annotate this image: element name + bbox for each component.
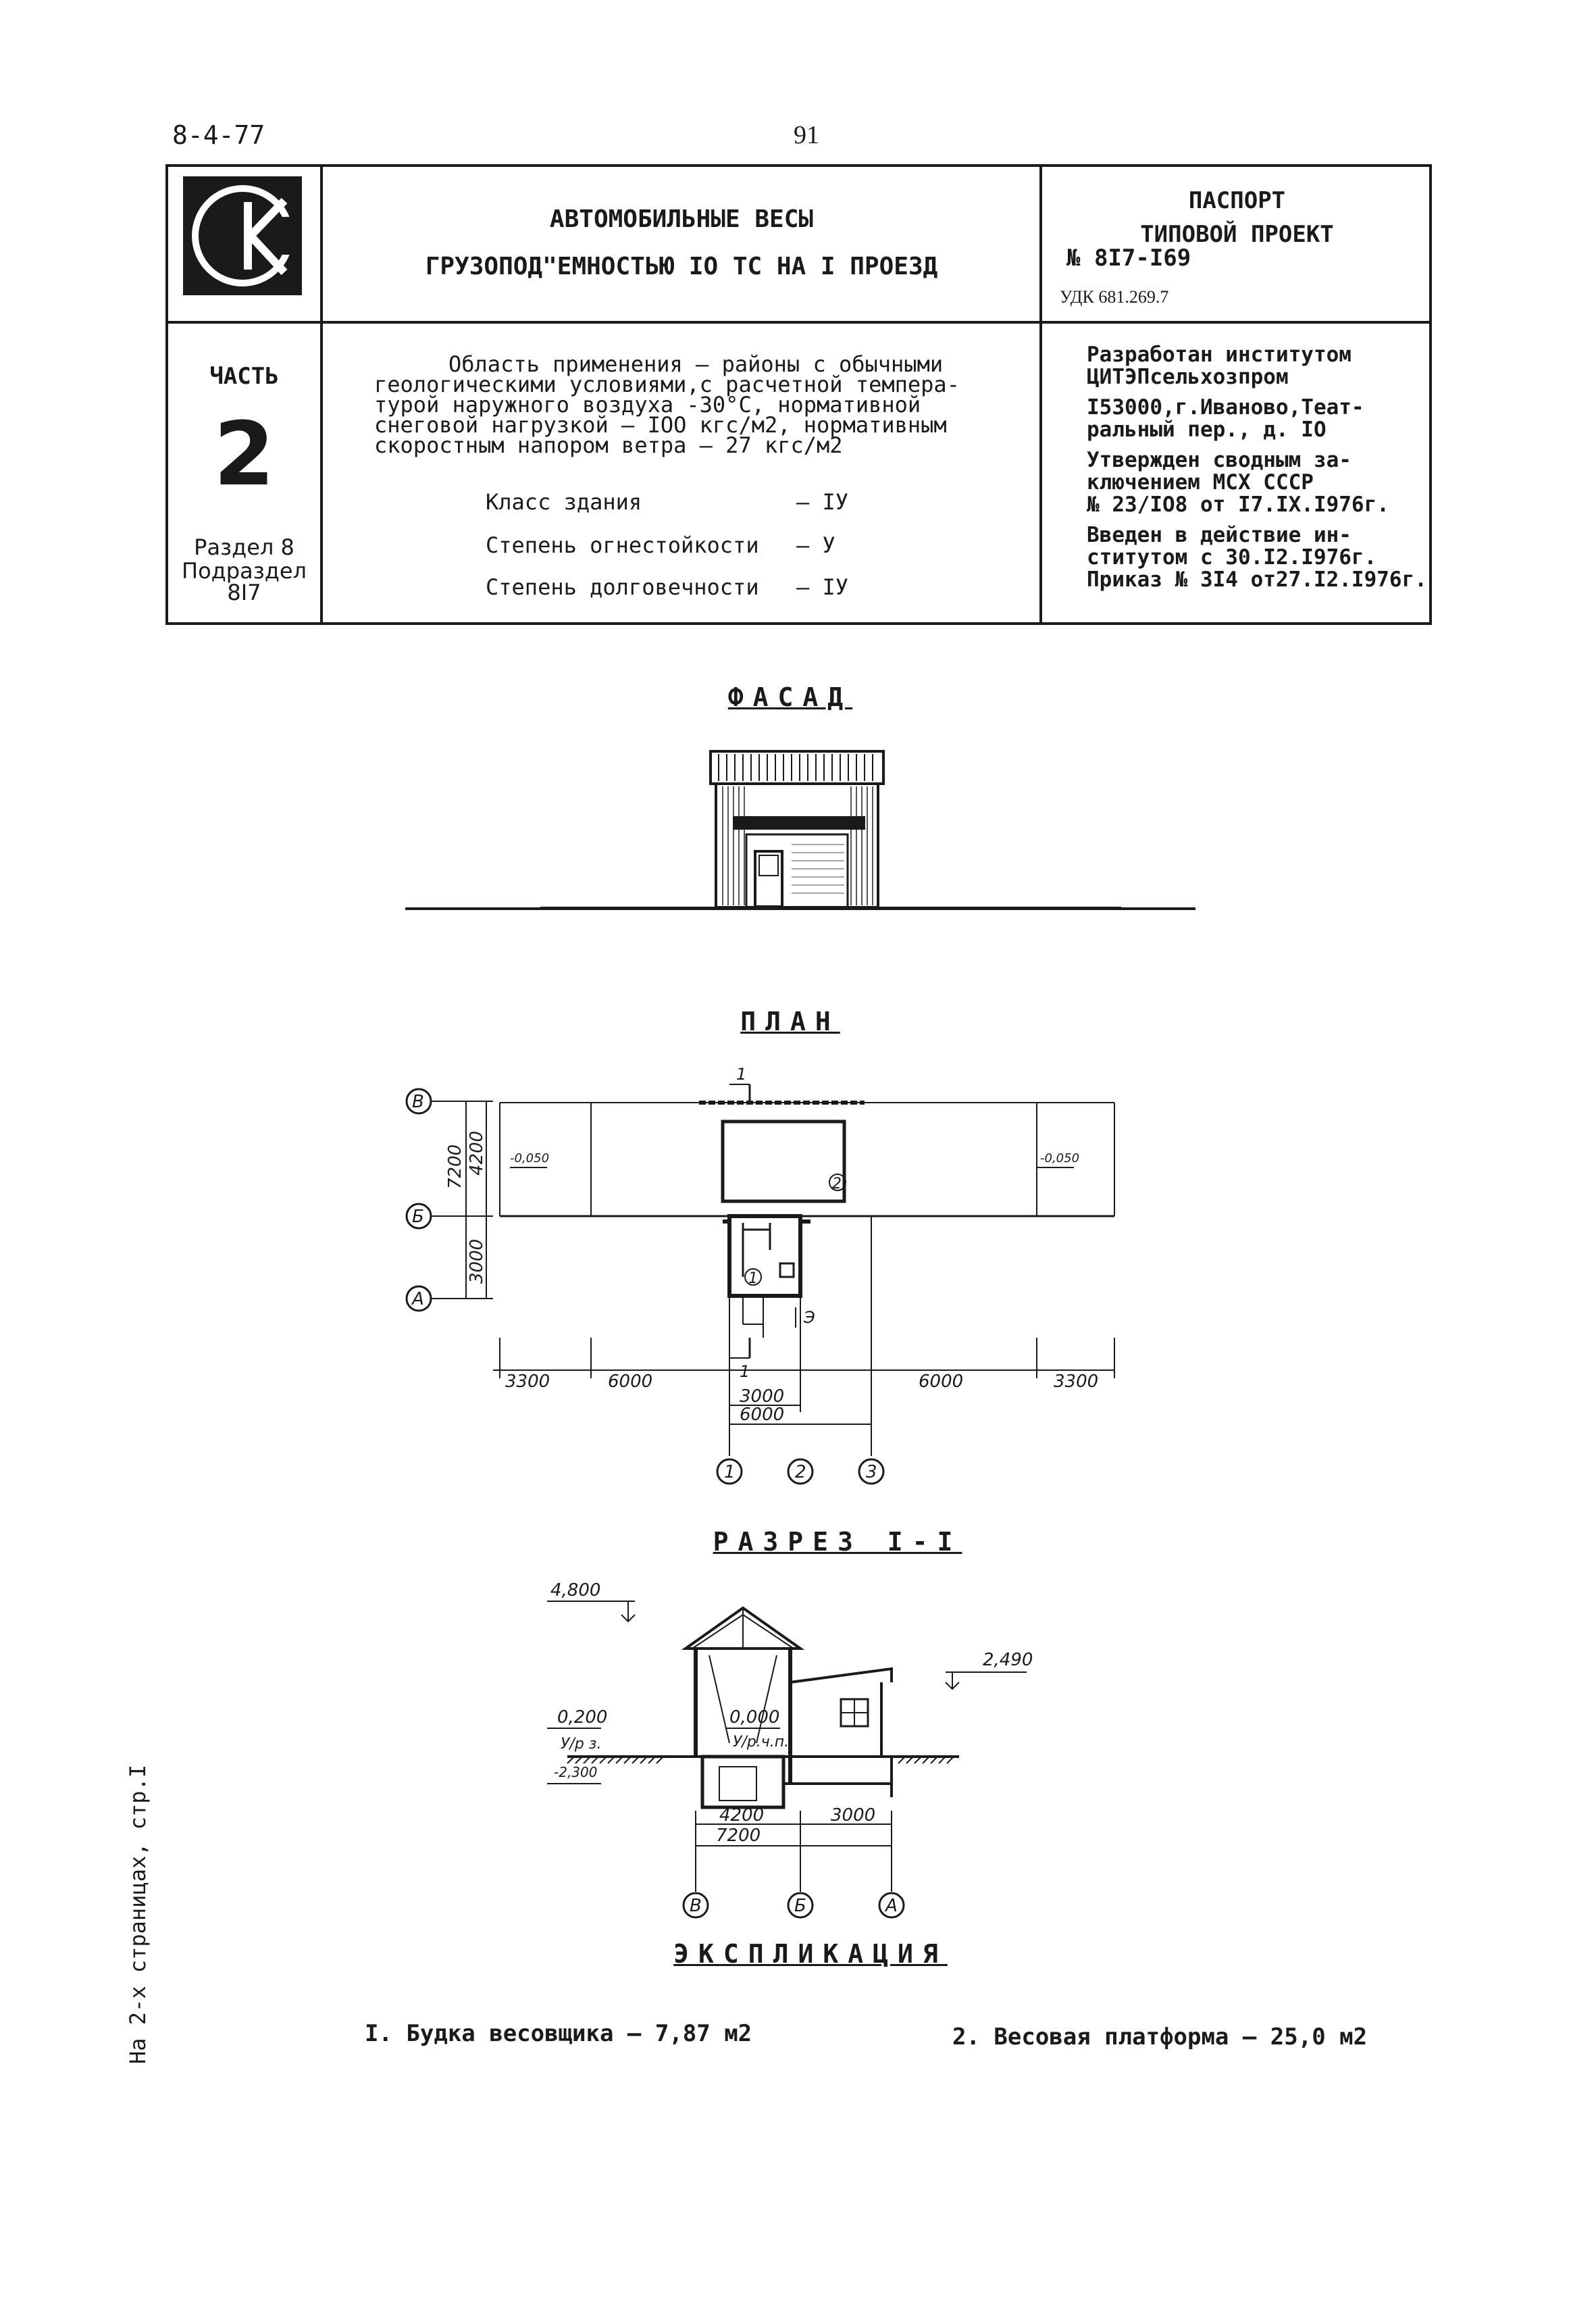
- dev-line: Разработан институтом: [1087, 343, 1352, 367]
- title-stamp: АВТОМОБИЛЬНЫЕ ВЕСЫ ГРУЗОПОД"ЕМНОСТЬЮ IO …: [165, 164, 1432, 625]
- axis-letter-v: В: [412, 1092, 424, 1112]
- dev-line: ральный пер., д. IO: [1087, 418, 1327, 442]
- section-drawing: 4,800 2,490: [547, 1581, 1033, 1919]
- part-number: 2: [213, 403, 275, 505]
- explication-title: ЭКСПЛИКАЦИЯ: [673, 1939, 948, 1969]
- dev-line: I53000,г.Иваново,Теат-: [1087, 395, 1364, 420]
- subsection-label: Подраздел: [182, 558, 307, 584]
- dev-line: ститутом с 30.I2.I976г.: [1087, 545, 1377, 570]
- side-page-note: На 2-х страницах, стр.I: [125, 1764, 151, 2064]
- dev-line: Введен в действие ин-: [1087, 523, 1352, 547]
- dim-7200: 7200: [445, 1145, 465, 1189]
- passport-label: ПАСПОРТ: [1188, 187, 1286, 214]
- explication-item-2: 2. Весовая платформа – 25,0 м2: [952, 2023, 1368, 2051]
- project-type: ТИПОВОЙ ПРОЕКТ: [1140, 221, 1334, 248]
- dim-4200: 4200: [467, 1131, 487, 1176]
- fire-resistance-value: – У: [796, 532, 835, 558]
- document-number: 8-4-77: [172, 120, 265, 150]
- dim-center-6000: 6000: [740, 1405, 784, 1425]
- level-4800: 4,800: [550, 1581, 600, 1601]
- level-note-ground: У/р з.: [561, 1736, 601, 1753]
- section-dim-4200: 4200: [719, 1805, 764, 1826]
- title-line-2: ГРУЗОПОД"ЕМНОСТЬЮ IO TC НА I ПРОЕЗД: [425, 253, 938, 280]
- plan-drawing: В Б А 7200 4200 3000 2 -0,050 -0,050: [405, 1065, 1115, 1485]
- scope-text: Область применения – районы с обычными г…: [374, 351, 1036, 458]
- axis-letter-a: А: [411, 1289, 424, 1309]
- section-title: РАЗРЕЗ I-I: [713, 1527, 962, 1557]
- section-mark-bottom: 1: [740, 1362, 750, 1381]
- dim-bottom-2: 6000: [608, 1372, 652, 1392]
- plan-title: ПЛАН: [740, 1007, 840, 1036]
- room-mark-2: 2: [832, 1176, 842, 1192]
- level-minus-2300: -2,300: [554, 1764, 597, 1780]
- dev-line: ЦИТЭПсельхозпром: [1087, 365, 1289, 389]
- axis-number-3: 3: [866, 1462, 877, 1482]
- project-number: № 8I7-I69: [1066, 245, 1191, 272]
- axis-number-2: 2: [795, 1462, 806, 1482]
- entry-mark: Э: [803, 1308, 815, 1327]
- section-mark-top: 1: [736, 1065, 746, 1084]
- fire-resistance-label: Степень огнестойкости: [486, 532, 759, 558]
- level-2490: 2,490: [983, 1650, 1033, 1670]
- scope-line: Область применения – районы с обычными: [448, 351, 944, 377]
- subsection-number: 8I7: [227, 580, 261, 605]
- scope-line: скоростным напором ветра – 27 кгс/м2: [374, 432, 843, 458]
- room-mark-1: 1: [748, 1270, 758, 1287]
- explication-item-1: I. Будка весовщика – 7,87 м2: [365, 2020, 752, 2047]
- class-building-label: Класс здания: [486, 489, 642, 515]
- section-label: Раздел 8: [194, 534, 294, 560]
- section-axis-b: Б: [794, 1896, 806, 1916]
- facade-drawing: [405, 750, 1195, 910]
- title-line-1: АВТОМОБИЛЬНЫЕ ВЕСЫ: [549, 205, 814, 233]
- scope-line: турой наружного воздуха -30°С, нормативн…: [374, 392, 921, 418]
- facade-title: ФАСАД: [727, 682, 853, 712]
- scope-line: снеговой нагрузкой – IOO кгс/м2, нормати…: [374, 412, 947, 438]
- dim-center-3000: 3000: [740, 1386, 784, 1407]
- dev-line: Утвержден сводным за-: [1087, 448, 1352, 472]
- level-right: -0,050: [1040, 1151, 1079, 1165]
- dev-line: ключением МСХ СССР: [1087, 470, 1314, 495]
- dim-bottom-3: 6000: [919, 1372, 963, 1392]
- dim-bottom-1: 3300: [505, 1372, 550, 1392]
- part-label: ЧАСТЬ: [209, 363, 279, 390]
- dev-line: Приказ № 3I4 от27.I2.I976г.: [1087, 568, 1427, 592]
- section-axis-a: А: [884, 1896, 898, 1916]
- axis-number-1: 1: [724, 1462, 736, 1482]
- page-number: 91: [794, 121, 819, 149]
- scope-line: геологическими условиями,с расчетной тем…: [374, 372, 960, 397]
- level-0000: 0,000: [729, 1707, 779, 1728]
- durability-value: – IУ: [796, 574, 849, 600]
- section-dim-3000: 3000: [831, 1805, 875, 1826]
- level-left: -0,050: [510, 1151, 549, 1165]
- level-0200: 0,200: [557, 1707, 607, 1728]
- dim-3000: 3000: [467, 1239, 487, 1284]
- section-axis-v: В: [690, 1896, 702, 1916]
- durability-label: Степень долговечности: [486, 574, 759, 600]
- sk-logo: [183, 176, 303, 295]
- developer-info: Разработан институтом ЦИТЭПсельхозпром I…: [1087, 344, 1427, 591]
- dev-line: № 23/IO8 от I7.IX.I976г.: [1087, 493, 1389, 517]
- class-building-value: – IУ: [796, 489, 849, 515]
- axis-letter-b: Б: [412, 1207, 424, 1227]
- udk-code: УДК 681.269.7: [1060, 287, 1169, 307]
- level-note-floor: У/р.ч.п.: [733, 1734, 789, 1751]
- dim-bottom-4: 3300: [1054, 1372, 1098, 1392]
- section-dim-7200: 7200: [716, 1826, 761, 1846]
